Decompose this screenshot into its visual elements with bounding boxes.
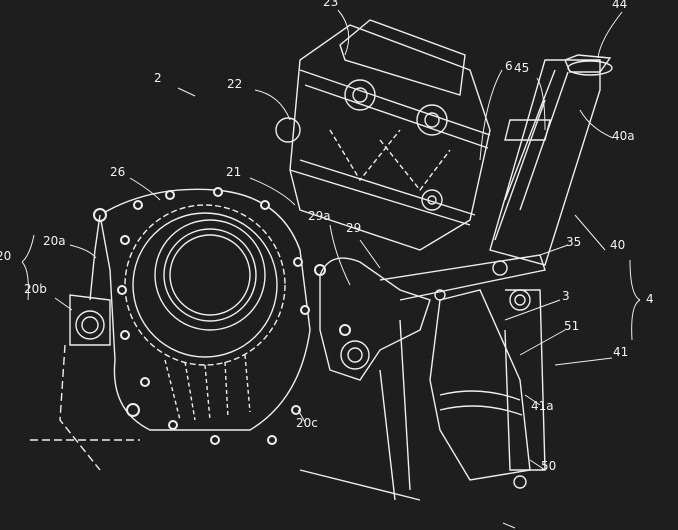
- label-22: 22: [227, 77, 243, 91]
- engine-mount-20: [30, 214, 140, 471]
- label-21: 21: [226, 165, 242, 179]
- label-44: 44: [612, 0, 628, 11]
- cover-bolts: [93, 187, 351, 445]
- intake-29: [319, 254, 546, 381]
- label-20a: 20a: [43, 234, 66, 248]
- label-50: 50: [541, 459, 557, 473]
- label-45: 45: [514, 61, 530, 75]
- label-20c: 20c: [296, 416, 318, 430]
- label-3: 3: [562, 289, 570, 303]
- label-23: 23: [323, 0, 339, 9]
- label-29a: 29a: [308, 209, 331, 223]
- label-40: 40: [610, 238, 626, 252]
- label-41a: 41a: [531, 399, 554, 413]
- label-35: 35: [566, 235, 582, 249]
- label-20: 20: [0, 249, 12, 263]
- label-51: 51: [564, 319, 580, 333]
- crankcase-cover: [99, 188, 311, 431]
- label-29: 29: [346, 221, 362, 235]
- label-2: 2: [154, 71, 162, 85]
- label-40a: 40a: [612, 129, 635, 143]
- label-41: 41: [613, 345, 629, 359]
- label-6: 6: [505, 59, 513, 73]
- radiator-40: [489, 54, 613, 266]
- leader-lines: [21, 9, 641, 529]
- cylinder-block-21: [275, 19, 491, 251]
- label-26: 26: [110, 165, 126, 179]
- label-4: 4: [646, 292, 654, 306]
- label-20b: 20b: [24, 282, 47, 296]
